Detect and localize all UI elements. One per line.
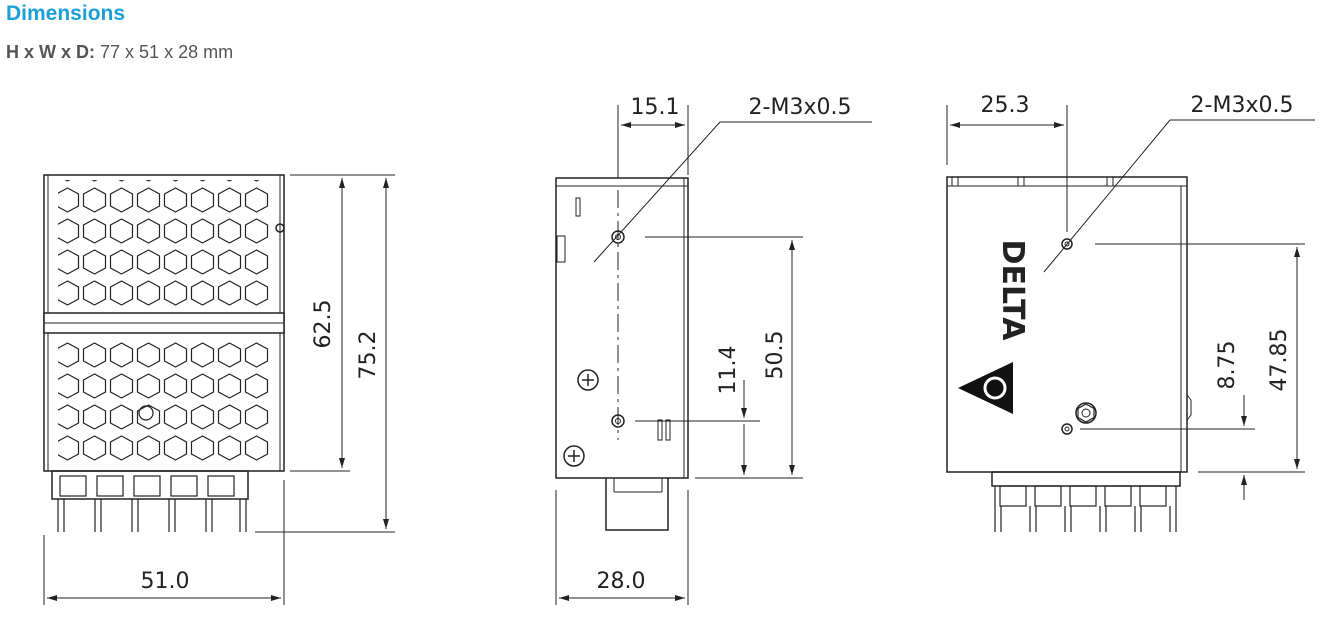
back-hole-offset-label: 25.3 [981,93,1030,118]
delta-logo-text: DELTA [995,240,1030,342]
front-height-body-label: 62.5 [311,300,336,349]
side-screw-spec-label: 2-M3x0.5 [749,95,852,120]
side-hole-offset-label: 15.1 [631,95,680,120]
back-screw-spec-label: 2-M3x0.5 [1191,93,1294,118]
side-hole-spacing-label: 50.5 [763,331,788,380]
dimensions-summary: H x W x D: 77 x 51 x 28 mm [6,42,233,63]
back-bottom-offset-label: 8.75 [1215,341,1240,390]
delta-logo: DELTA [958,240,1030,414]
side-view [555,105,872,605]
section-title: Dimensions [6,2,126,25]
front-width-label: 51.0 [141,569,190,594]
front-height-total-label: 75.2 [356,331,381,380]
dimensions-value: 77 x 51 x 28 mm [100,42,234,62]
dimensions-label: H x W x D: [6,42,96,62]
back-view [946,105,1315,532]
front-view [43,174,395,605]
back-hole-spacing-label: 47.85 [1267,329,1292,392]
side-bottom-offset-label: 11.4 [716,346,741,395]
side-depth-label: 28.0 [597,569,646,594]
